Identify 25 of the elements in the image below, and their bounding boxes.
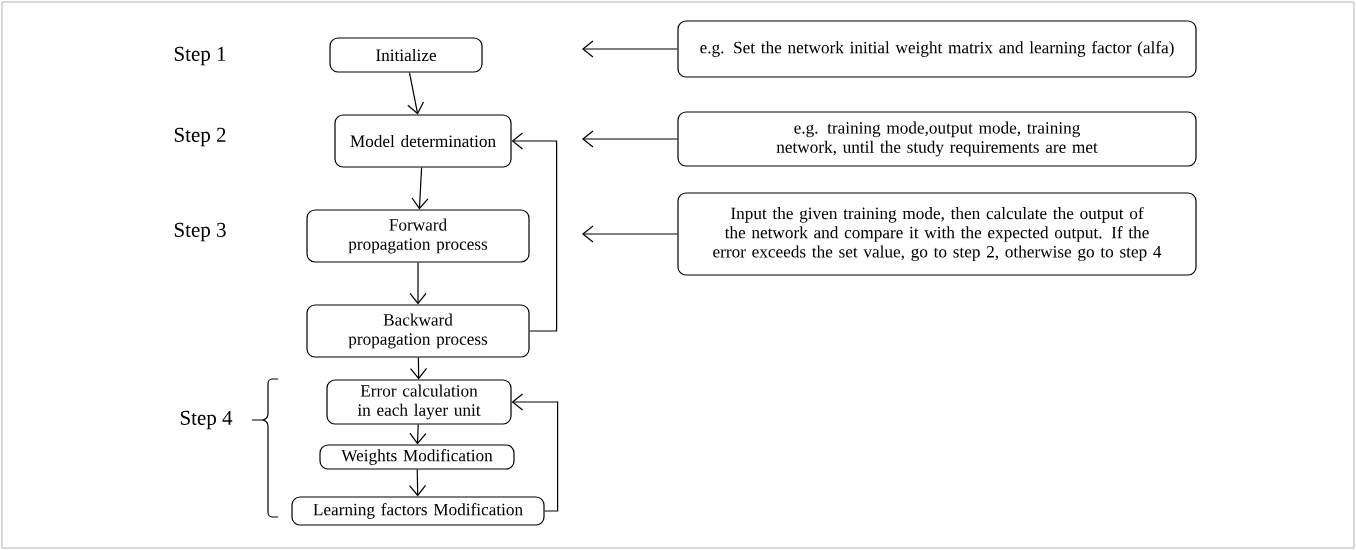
process-box: Initialize — [329, 37, 483, 73]
arrow — [407, 72, 425, 115]
arrow — [409, 424, 427, 445]
step-label: Step 3 — [174, 222, 226, 242]
arrow — [511, 132, 558, 332]
process-box: Error calculation in each layer unit — [326, 379, 512, 425]
arrow — [409, 357, 428, 380]
process-box: e.g. training mode,output mode, training network, until the study requirements are met — [677, 111, 1197, 167]
arrow — [511, 393, 559, 512]
process-box: Learning factors Modification — [291, 496, 545, 526]
arrow — [409, 262, 427, 305]
process-box: Input the given training mode, then calculate the output of the network and compare it with the expected output. If the error exceeds the set value, go to step 2, otherwise go to step 4 — [677, 192, 1197, 276]
process-box: Forward propagation process — [306, 209, 530, 263]
step-label: Step 4 — [180, 410, 233, 430]
step-label: Step 1 — [174, 46, 226, 66]
arrow — [582, 130, 678, 148]
arrow — [408, 469, 427, 497]
arrow — [582, 40, 678, 58]
process-box: e.g. Set the network initial weight matrix and learning factor (alfa) — [677, 20, 1197, 78]
arrow — [411, 167, 429, 210]
step-label: Step 2 — [174, 127, 226, 147]
arrow — [582, 225, 678, 243]
process-box: Weights Modification — [319, 444, 515, 470]
process-box: Model determination — [334, 114, 512, 168]
process-box: Backward propagation process — [306, 304, 530, 358]
